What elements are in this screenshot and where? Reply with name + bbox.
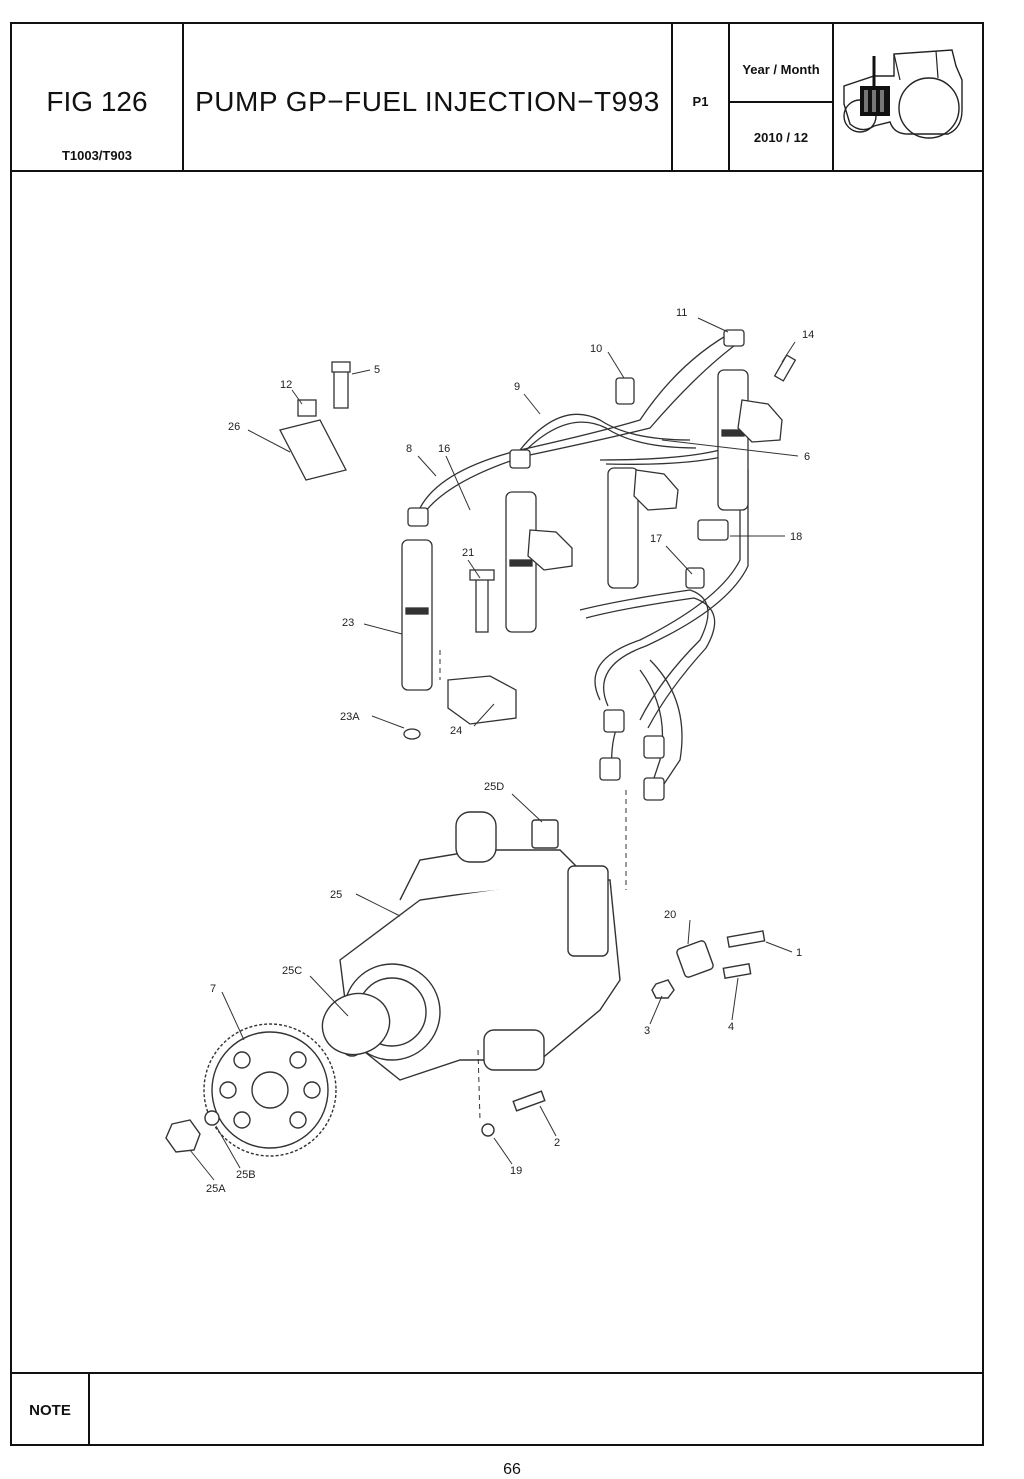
callout-5: 5 <box>374 364 380 376</box>
callout-25: 25 <box>330 889 342 901</box>
date-cell: Year / Month 2010 / 12 <box>730 24 834 170</box>
model-code: T1003/T903 <box>61 148 133 163</box>
callout-2: 2 <box>554 1137 560 1149</box>
tractor-cell <box>834 24 982 170</box>
title-cell: PUMP GP−FUEL INJECTION−T993 <box>184 24 673 170</box>
fig-cell: FIG 126 T1003/T903 <box>12 24 184 170</box>
callout-11: 11 <box>676 307 687 319</box>
pump-gear <box>165 930 766 1157</box>
header: FIG 126 T1003/T903 PUMP GP−FUEL INJECTIO… <box>12 24 982 172</box>
callout-21: 21 <box>462 547 474 559</box>
page-code-cell: P1 <box>673 24 730 170</box>
callout-25D: 25D <box>484 781 504 793</box>
callout-1: 1 <box>796 947 802 959</box>
callout-10: 10 <box>590 343 602 355</box>
callout-7: 7 <box>210 983 216 995</box>
callout-26: 26 <box>228 421 240 433</box>
callout-16: 16 <box>438 443 450 455</box>
callout-25A: 25A <box>206 1183 226 1195</box>
callout-19: 19 <box>510 1165 522 1177</box>
note-label: NOTE <box>12 1374 90 1446</box>
callout-3: 3 <box>644 1025 650 1037</box>
note-section: NOTE <box>12 1372 982 1446</box>
page-code: P1 <box>692 94 709 109</box>
page-title: PUMP GP−FUEL INJECTION−T993 <box>195 86 660 117</box>
callout-12: 12 <box>280 379 292 391</box>
year-month-value: 2010 / 12 <box>753 130 809 145</box>
callout-25C: 25C <box>282 965 302 977</box>
callout-14: 14 <box>802 329 814 341</box>
year-month-label: Year / Month <box>742 62 820 77</box>
nozzle-holders <box>401 369 783 740</box>
fittings <box>279 329 797 801</box>
tractor-engine-location-icon <box>843 49 963 139</box>
callout-17: 17 <box>650 533 662 545</box>
callout-25B: 25B <box>236 1169 256 1181</box>
callout-18: 18 <box>790 531 802 543</box>
callout-9: 9 <box>514 381 520 393</box>
callout-8: 8 <box>406 443 412 455</box>
page-number: 66 <box>503 1461 521 1478</box>
callout-23A: 23A <box>340 711 360 723</box>
assembly-guides <box>439 650 627 1121</box>
exploded-parts-diagram: 11 14 10 5 12 9 26 8 16 6 18 17 21 23 23… <box>165 307 814 1195</box>
callout-20: 20 <box>664 909 676 921</box>
callout-6: 6 <box>804 451 810 463</box>
injection-pump-body <box>321 811 621 1081</box>
year-month-label-box <box>730 24 832 103</box>
callout-24: 24 <box>450 725 462 737</box>
callout-23: 23 <box>342 617 354 629</box>
page-frame: FIG 126 T1003/T903 PUMP GP−FUEL INJECTIO… <box>10 22 984 1446</box>
leader-lines <box>189 317 799 1181</box>
figure-number: FIG 126 <box>46 86 148 117</box>
callout-4: 4 <box>728 1021 734 1033</box>
callout-labels: 11 14 10 5 12 9 26 8 16 6 18 17 21 23 23… <box>206 307 814 1195</box>
